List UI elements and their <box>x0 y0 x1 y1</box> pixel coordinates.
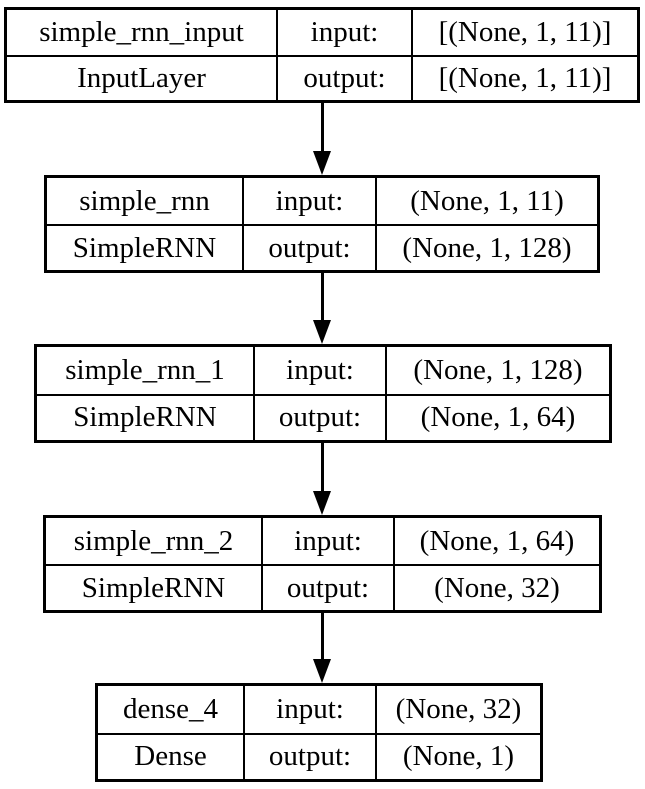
arrow-shaft <box>320 272 324 320</box>
layer-type-cell: Dense <box>98 732 243 780</box>
layer-name-cell: simple_rnn <box>79 184 210 217</box>
output-label-cell: output: <box>276 55 411 100</box>
arrowhead-icon <box>313 320 331 344</box>
output-shape-cell: (None, 1) <box>375 732 540 779</box>
input-shape-cell: (None, 1, 11) <box>375 178 597 224</box>
layer-type-cell: InputLayer <box>7 55 276 100</box>
layer-type-cell: SimpleRNN <box>47 224 242 270</box>
arrowhead-icon <box>313 659 331 683</box>
layer-node-dense_4: dense_4 input: (None, 32) Dense output: … <box>95 683 543 782</box>
arrow-shaft <box>320 612 324 659</box>
edge-arrow <box>313 272 331 344</box>
edge-arrow <box>313 442 331 515</box>
output-shape-cell: (None, 1, 128) <box>375 224 597 270</box>
layer-node-simple_rnn: simple_rnn input: (None, 1, 11) SimpleRN… <box>44 175 600 273</box>
edge-arrow <box>313 612 331 683</box>
layer-name-cell: simple_rnn_1 <box>65 353 225 386</box>
layer-node-simple_rnn_input: simple_rnn_input input: [(None, 1, 11)] … <box>4 7 640 103</box>
edge-arrow <box>313 101 331 175</box>
layer-type-cell: SimpleRNN <box>46 564 261 610</box>
output-label-cell: output: <box>261 564 393 610</box>
input-shape-cell: (None, 32) <box>375 686 540 733</box>
output-label-cell: output: <box>243 732 375 779</box>
layer-node-simple_rnn_1: simple_rnn_1 input: (None, 1, 128) Simpl… <box>34 344 612 443</box>
input-label-cell: input: <box>261 518 393 564</box>
output-label-cell: output: <box>242 224 375 270</box>
layer-type-cell: SimpleRNN <box>37 393 253 441</box>
output-shape-cell: (None, 1, 64) <box>385 393 609 440</box>
output-label-cell: output: <box>253 393 385 440</box>
layer-node-simple_rnn_2: simple_rnn_2 input: (None, 1, 64) Simple… <box>43 515 602 613</box>
output-shape-cell: (None, 32) <box>393 564 599 610</box>
arrowhead-icon <box>313 151 331 175</box>
input-shape-cell: [(None, 1, 11)] <box>411 10 637 55</box>
arrow-shaft <box>320 101 324 151</box>
output-shape-cell: [(None, 1, 11)] <box>411 55 637 100</box>
input-shape-cell: (None, 1, 128) <box>385 347 609 394</box>
input-label-cell: input: <box>242 178 375 224</box>
input-label-cell: input: <box>253 347 385 394</box>
layer-name-cell: simple_rnn_input <box>39 16 244 48</box>
arrowhead-icon <box>313 491 331 515</box>
input-label-cell: input: <box>276 10 411 55</box>
input-label-cell: input: <box>243 686 375 733</box>
input-shape-cell: (None, 1, 64) <box>393 518 599 564</box>
layer-name-cell: dense_4 <box>122 692 219 725</box>
arrow-shaft <box>320 442 324 491</box>
layer-name-cell: simple_rnn_2 <box>73 524 234 557</box>
